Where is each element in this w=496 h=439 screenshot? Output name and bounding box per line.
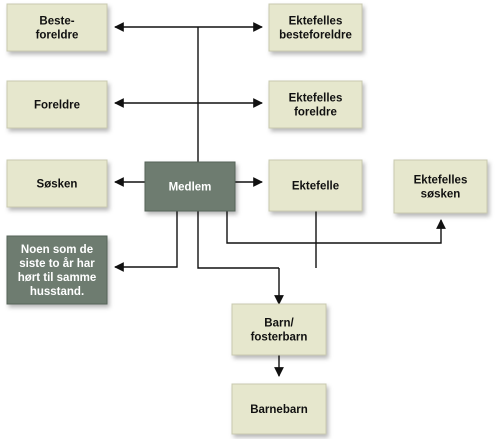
barn-label-line: Barn/ [264,318,294,330]
barn-box [231,303,327,356]
node-barnebarn: Barnebarn [231,383,327,435]
sosken-box [6,159,108,208]
husstand-label-line: siste to år har [19,258,95,270]
barn-label-line: fosterbarn [251,332,308,344]
besteforeldre-box [6,3,108,52]
node-besteforeldre: Beste-foreldre [6,3,108,52]
husstand-label-line: husstand. [30,286,84,298]
ektefelle-box [268,159,363,212]
ektefelles-sosken-box [393,159,488,214]
sosken-label-line: Søsken [37,179,78,191]
medlem-box [144,161,236,212]
nodes: Beste-foreldreEktefellesbesteforeldreFor… [6,3,488,435]
ektefelles-besteforeldre-label-line: besteforeldre [279,30,352,42]
husstand-label-line: Noen som de [21,244,93,256]
node-foreldre: Foreldre [6,80,108,129]
barnebarn-label-line: Barnebarn [250,404,308,416]
besteforeldre-label-line: foreldre [36,30,79,42]
ektefelles-sosken-label-line: Ektefelles [414,175,468,187]
foreldre-label-line: Foreldre [34,100,80,112]
barnebarn-box [231,383,327,435]
besteforeldre-label-line: Beste- [39,16,74,28]
arrow-to-ektefelles-sosken [226,211,446,244]
foreldre-box [6,80,108,129]
ektefelles-foreldre-label-line: Ektefelles [289,93,343,105]
node-barn: Barn/fosterbarn [231,303,327,356]
husstand-box [6,235,108,305]
husstand-label-line: hørt til samme [18,272,97,284]
ektefelles-foreldre-box [268,80,363,129]
node-medlem: Medlem [144,161,236,212]
node-husstand: Noen som de siste to år har hørt til samme… [6,235,108,305]
connectors [114,22,446,377]
ektefelle-label-line: Ektefelle [292,181,339,193]
node-ektefelles-foreldre: Ektefelles foreldre [268,80,363,129]
ektefelles-besteforeldre-box [268,3,363,52]
node-ektefelles-besteforeldre: Ektefelles besteforeldre [268,3,363,52]
medlem-label-line: Medlem [169,182,212,194]
ektefelles-sosken-label-line: søsken [421,189,461,201]
node-ektefelles-sosken: Ektefelles søsken [393,159,488,214]
line-medlem-to-children [197,211,279,269]
ektefelles-besteforeldre-label-line: Ektefelles [289,16,343,28]
arrow-to-husstand [114,211,178,272]
node-sosken: Søsken [6,159,108,208]
ektefelles-foreldre-label-line: foreldre [294,107,337,119]
node-ektefelle: Ektefelle [268,159,363,212]
